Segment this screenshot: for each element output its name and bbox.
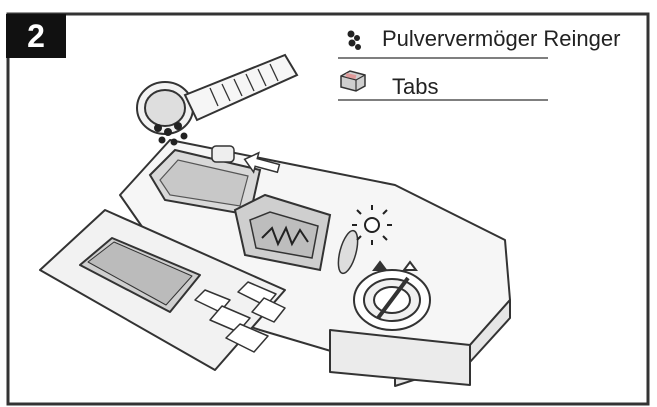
powder-detergent-icon xyxy=(347,30,361,50)
tab-block xyxy=(249,211,319,259)
compartment-inner xyxy=(159,159,249,207)
scoop-handle xyxy=(136,53,299,146)
legend-powder-label: Pulververmöger Reinger xyxy=(382,26,621,51)
detergent-tab-icon xyxy=(340,70,366,92)
legend-tabs-label: Tabs xyxy=(392,74,439,99)
lid-grill xyxy=(194,281,286,353)
open-lid xyxy=(39,209,286,371)
latch-arrow xyxy=(243,151,281,174)
sun-icon xyxy=(352,205,392,245)
step-number-badge: 2 xyxy=(6,14,66,58)
latch xyxy=(211,145,235,163)
powder-granules xyxy=(154,122,188,146)
figure-border xyxy=(6,12,650,406)
tab-zigzag xyxy=(261,225,309,247)
rinse-aid-window xyxy=(337,229,359,275)
dispenser-base xyxy=(329,329,471,386)
dosage-dial xyxy=(353,260,431,331)
